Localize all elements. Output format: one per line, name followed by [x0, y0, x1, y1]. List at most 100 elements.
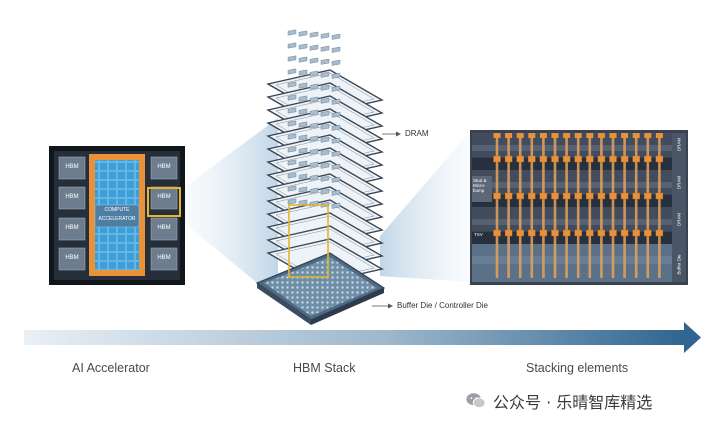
micro-bump [620, 229, 629, 237]
micro-bump [528, 155, 536, 163]
hbm-block-left-1 [58, 156, 86, 180]
micro-bump [528, 229, 536, 237]
tsv-column [530, 136, 534, 278]
tsv-column [507, 136, 510, 278]
tsv-column [611, 136, 615, 278]
hbm-block-left-3 [58, 217, 86, 241]
dram-side-label-1: DRAM [676, 137, 682, 152]
hbm-block-right-4 [150, 247, 178, 271]
caption-stacking-elements: Stacking elements [526, 361, 629, 375]
hbm-block-label: HBM [157, 194, 171, 200]
micro-bump [539, 155, 548, 163]
dram-side-label-3: DRAM [676, 212, 682, 227]
watermark-text: 公众号 · 乐晴智库精选 [493, 393, 653, 412]
dram-leader-arrow [396, 131, 401, 137]
tsv-column [600, 136, 603, 278]
micro-bump [562, 229, 571, 237]
hbm-block-right-3 [150, 217, 178, 241]
micro-bump [644, 155, 652, 163]
micro-bump [574, 192, 582, 200]
micro-bump [551, 229, 559, 237]
micro-bump [562, 155, 571, 163]
micro-bump [644, 192, 652, 200]
zoom-beam-left [178, 118, 278, 300]
micro-bump [551, 155, 559, 163]
micro-bump [632, 192, 640, 200]
micro-bump [609, 192, 617, 200]
compute-label-line2: ACCELERATOR [98, 216, 136, 222]
caption-ai-accelerator: AI Accelerator [72, 361, 150, 375]
tsv-column [634, 136, 638, 278]
stacking-elements-cross-section [470, 130, 688, 285]
tsv-column [542, 136, 545, 278]
micro-bump [562, 192, 571, 200]
watermark: 公众号 · 乐晴智库精选 [465, 388, 652, 414]
tsv-column [576, 136, 580, 278]
micro-bump [620, 192, 629, 200]
micro-bump [655, 192, 664, 200]
micro-bump [539, 192, 548, 200]
hbm-block-label: HBM [157, 164, 171, 170]
micro-bump [655, 229, 664, 237]
hbm-block-label: HBM [157, 225, 171, 231]
micro-bump [586, 229, 594, 237]
zoom-beam-right [380, 132, 470, 282]
timeline-arrow-shaft [24, 330, 686, 345]
hbm-stack [255, 29, 386, 325]
compute-label-line1: COMPUTE [104, 207, 130, 213]
wechat-icon [466, 393, 486, 409]
dram-side-label-2: DRAM [676, 175, 682, 190]
micro-bump [504, 192, 513, 200]
tsv-column [565, 136, 568, 278]
micro-bump [516, 155, 524, 163]
buffer-die-side-label: Buffer Die [676, 254, 682, 275]
micro-bump [574, 155, 582, 163]
micro-bump [586, 192, 594, 200]
tsv-column [495, 136, 499, 278]
micro-bump [597, 229, 606, 237]
hbm-block-label: HBM [65, 255, 79, 261]
stack-highlight-box [288, 204, 329, 278]
micro-bump [504, 229, 513, 237]
hbm-block-label: HBM [157, 255, 171, 261]
hbm-block-left-4 [58, 247, 86, 271]
micro-bump [644, 229, 652, 237]
dram-label: DRAM [405, 129, 429, 138]
tsv-column [623, 136, 626, 278]
caption-hbm-stack: HBM Stack [293, 361, 356, 375]
micro-bump [516, 229, 524, 237]
hbm-block-label: HBM [65, 194, 79, 200]
micro-bump [504, 155, 513, 163]
micro-bump [632, 155, 640, 163]
micro-bump [574, 229, 582, 237]
micro-bump [493, 229, 501, 237]
tsv-column [646, 136, 650, 278]
buffer-die [255, 252, 386, 325]
micro-bump [632, 229, 640, 237]
micro-bump [597, 192, 606, 200]
stud-microbump-label: Stud & Micro-bump [473, 178, 487, 193]
hbm-block-right-1 [150, 156, 178, 180]
micro-bump [655, 155, 664, 163]
buffer-leader-arrow [388, 303, 393, 309]
hbm-block-label: HBM [65, 164, 79, 170]
micro-bump [493, 155, 501, 163]
micro-bump [609, 155, 617, 163]
micro-bump [493, 192, 501, 200]
micro-bump [609, 229, 617, 237]
timeline-arrow-head [684, 322, 701, 353]
micro-bump [539, 229, 548, 237]
micro-bump [620, 155, 629, 163]
tsv-column [588, 136, 592, 278]
tsv-column [553, 136, 557, 278]
micro-bump [597, 155, 606, 163]
micro-bump [528, 192, 536, 200]
hbm-block-left-2 [58, 186, 86, 210]
tsv-label: TSV [474, 232, 483, 237]
ai-accelerator-chip [49, 146, 185, 285]
buffer-die-label: Buffer Die / Controller Die [397, 301, 488, 310]
hbm-block-label: HBM [65, 225, 79, 231]
tsv-column [658, 136, 661, 278]
